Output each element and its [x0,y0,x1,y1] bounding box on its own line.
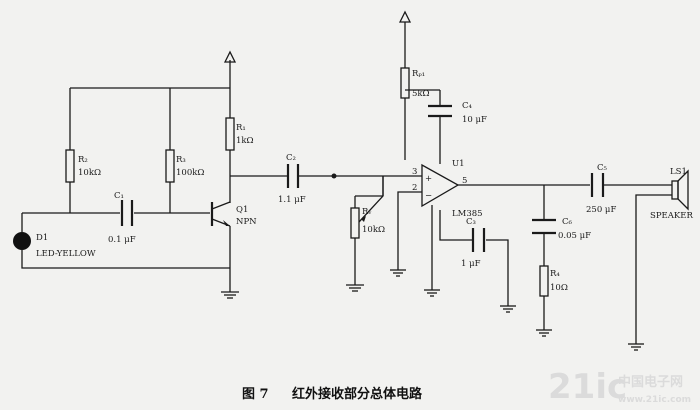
svg-text:+: + [425,174,432,184]
c1-value: 0.1 μF [108,235,136,245]
pin3-label: 3 [412,167,417,177]
c3-label: C₃ [466,217,476,227]
wires-left [21,60,383,292]
c3-value: 1 μF [461,259,481,269]
resistor-r2: R₂ 10kΩ [65,149,101,183]
c5-value: 250 μF [586,205,616,215]
resistor-r1: R₁ 1kΩ [225,117,254,151]
transistor-q1: Q1 NPN [210,201,257,227]
r1-value: 1kΩ [236,136,254,146]
svg-text:21ic: 21ic [548,367,627,407]
ls1-label: LS1 [670,167,687,177]
capacitor-c3: C₃ 1 μF [461,217,486,269]
watermark-logo: 21ic 中国电子网 www.21ic.com [548,367,691,407]
ground-icon [424,289,440,297]
junction-dot [331,173,337,179]
c6-label: C₆ [562,217,573,227]
r1-label: R₁ [236,123,246,133]
pin5-label: 5 [462,176,467,186]
u1-type: LM385 [452,209,483,219]
svg-text:www.21ic.com: www.21ic.com [618,395,691,405]
pin2-label: 2 [412,183,417,193]
led-d1: D1 LED-YELLOW [13,232,96,259]
c4-value: 10 μF [462,115,487,125]
r3-label: R₃ [176,155,186,165]
c1-label: C₁ [114,191,124,201]
ground-icon [390,269,406,277]
r3-value: 100kΩ [176,168,204,178]
rp-label: Rₚ₁ [412,69,425,79]
svg-text:中国电子网: 中国电子网 [618,374,683,390]
d1-type: LED-YELLOW [36,249,96,259]
rv-label: Rᵥ [362,207,372,217]
capacitor-c6: C₆ 0.05 μF [532,215,591,241]
capacitor-c1: C₁ 0.1 μF [108,191,136,245]
q1-type: NPN [236,217,257,227]
wires-amp [383,22,672,344]
caption-title: 红外接收部分总体电路 [292,386,423,402]
r2-label: R₂ [78,155,88,165]
c6-value: 0.05 μF [558,231,591,241]
u1-label: U1 [452,159,465,169]
resistor-r3: R₃ 100kΩ [165,149,204,183]
d1-label: D1 [36,233,48,243]
figure-caption: 图 7 红外接收部分总体电路 [242,386,423,402]
ground-icon [628,343,644,351]
r4-label: R₄ [550,269,560,279]
rv-value: 10kΩ [362,225,385,235]
ls1-type: SPEAKER [650,211,693,221]
vcc-arrow-icon [223,50,237,63]
resistor-r4: R₄ 10Ω [539,265,568,297]
resistor-rp1: Rₚ₁ 5kΩ [400,67,430,99]
caption-fig: 图 7 [242,387,269,402]
ground-icon [536,329,552,337]
svg-text:−: − [425,191,432,201]
ground-icon [346,284,364,292]
opamp-u1: + − U1 LM385 3 2 5 [412,159,483,219]
capacitor-c5: C₅ 250 μF [586,163,616,215]
q1-label: Q1 [236,205,248,215]
c5-label: C₅ [597,163,608,173]
capacitor-c2: C₂ 1.1 μF [278,153,306,205]
rp-value: 5kΩ [412,89,430,99]
capacitor-c4: C₄ 10 μF [428,98,487,125]
speaker-icon: LS1 SPEAKER [650,167,693,221]
c2-label: C₂ [286,153,296,163]
r4-value: 10Ω [550,283,568,293]
c2-value: 1.1 μF [278,195,306,205]
vcc-arrow-icon [398,10,412,23]
ground-icon [500,305,516,313]
r2-value: 10kΩ [78,168,101,178]
potentiometer-rv: Rᵥ 10kΩ [350,176,385,285]
ground-icon [221,291,239,299]
c4-label: C₄ [462,101,473,111]
